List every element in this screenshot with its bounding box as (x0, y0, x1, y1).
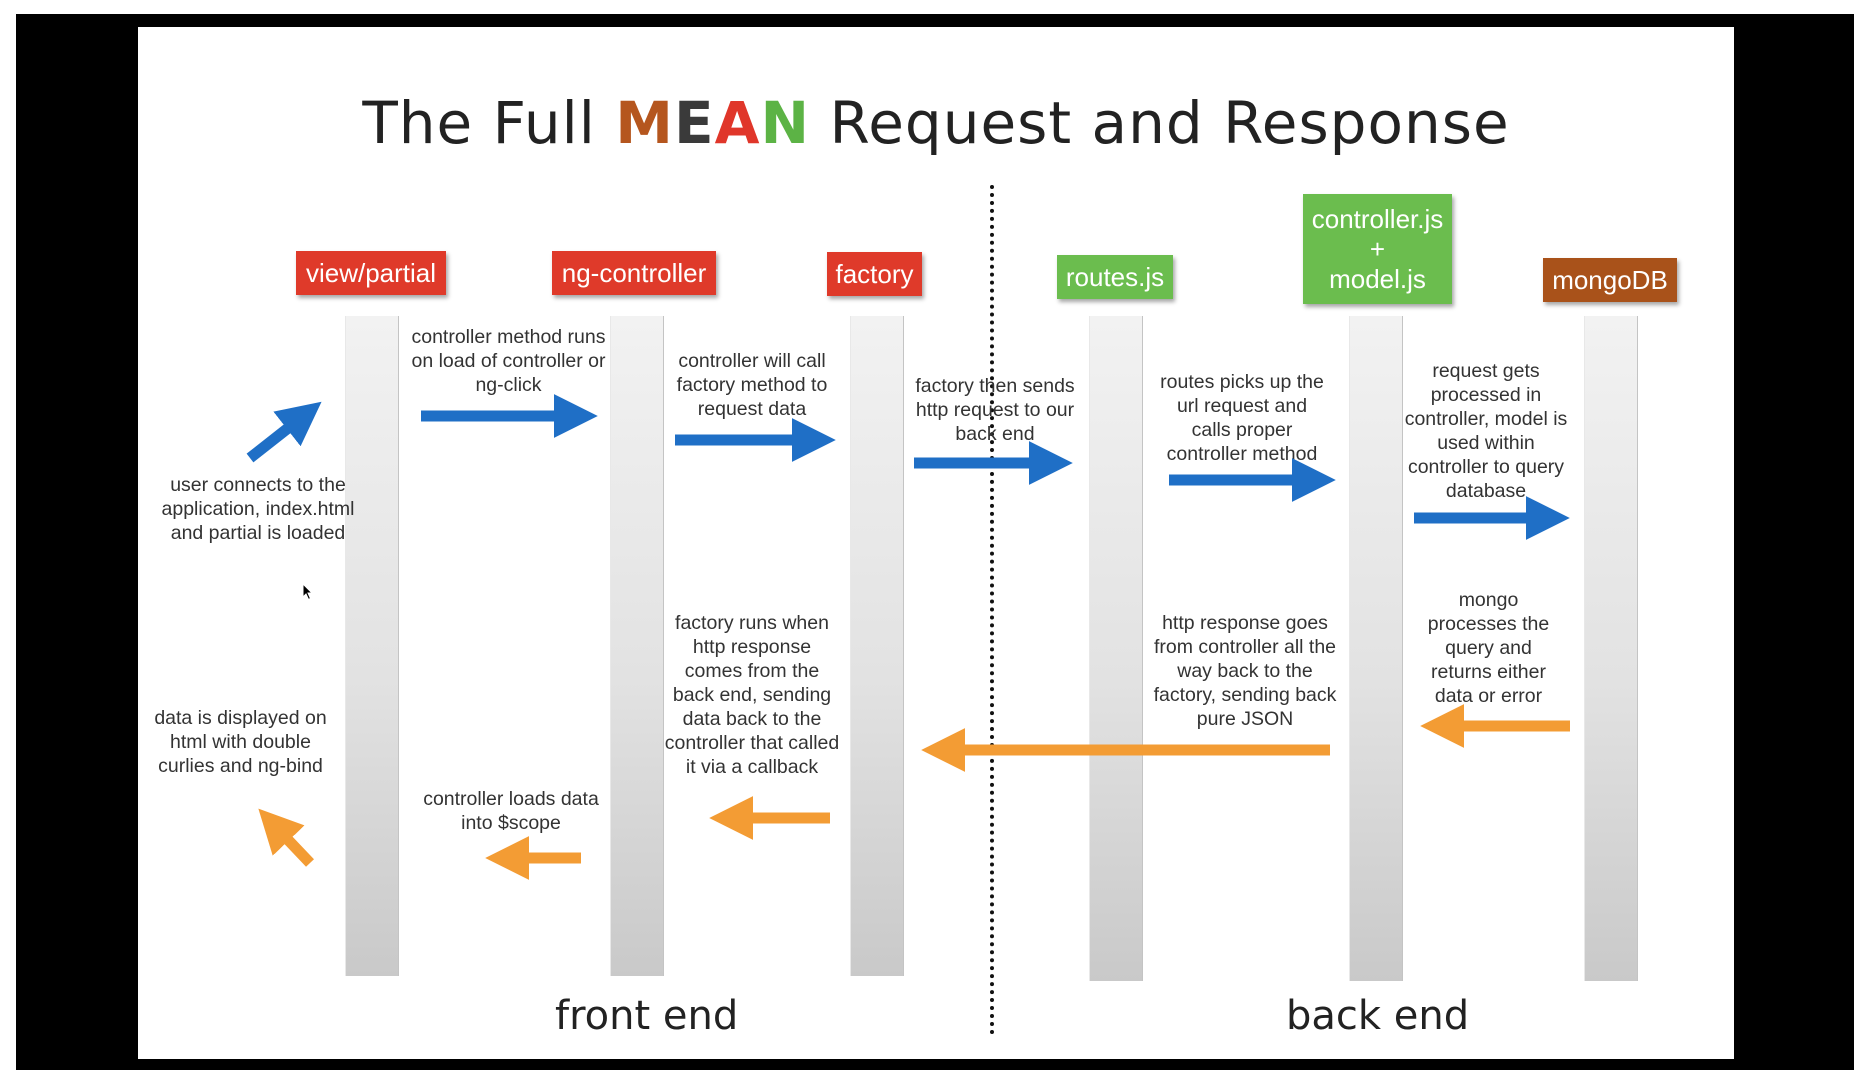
title-letter-e: E (674, 89, 715, 157)
mongodb-box: mongoDB (1543, 258, 1677, 302)
arrow-user-to-view (246, 401, 322, 463)
pillar-factory (850, 316, 904, 976)
controller-model-box: controller.js + model.js (1303, 194, 1452, 304)
front-end-label: front end (555, 993, 739, 1039)
note-user-connects: user connects to the application, index.… (161, 474, 355, 544)
title-suffix: Request and Response (810, 89, 1510, 157)
ng-controller-label: ng-controller (561, 258, 707, 288)
note-controller-loads: controller loads data into $scope (423, 788, 599, 834)
controller-js-label: controller.js (1311, 204, 1444, 234)
routes-js-box: routes.js (1057, 255, 1173, 299)
request-arrows (246, 394, 1570, 540)
title-letter-n: N (760, 89, 811, 157)
slide-title: The Full MEAN Request and Response (138, 89, 1734, 157)
pillar-controller-model (1349, 316, 1403, 981)
front-back-divider (990, 185, 994, 1035)
routes-js-label: routes.js (1065, 262, 1165, 292)
mouse-cursor-icon (302, 583, 314, 601)
pillar-routes (1089, 316, 1143, 981)
note-controller-method: controller method runs on load of contro… (411, 326, 606, 396)
note-factory-runs: factory runs when http response comes fr… (664, 612, 840, 778)
model-js-label: model.js (1329, 264, 1426, 294)
note-controller-will-call: controller will call factory method to r… (676, 350, 828, 420)
factory-box: factory (827, 252, 922, 296)
pillar-ng-controller (610, 316, 664, 976)
note-request-processed: request gets processed in controller, mo… (1404, 360, 1568, 502)
view-partial-label: view/partial (305, 258, 437, 288)
title-prefix: The Full (362, 89, 616, 157)
pillar-view-partial (345, 316, 399, 976)
factory-label: factory (835, 259, 914, 289)
plus-label: + (1369, 234, 1386, 264)
view-partial-box: view/partial (296, 251, 446, 295)
note-mongo-processes: mongo processes the query and returns ei… (1427, 589, 1550, 707)
note-http-response: http response goes from controller all t… (1153, 612, 1337, 730)
response-arrows (258, 704, 1570, 880)
note-routes-picks: routes picks up the url request and call… (1160, 371, 1324, 465)
back-end-label: back end (1286, 993, 1470, 1039)
mongodb-label: mongoDB (1552, 265, 1668, 295)
slide: The Full MEAN Request and Response view/… (138, 27, 1734, 1059)
title-letter-m: M (615, 89, 674, 157)
arrow-view-to-user (258, 808, 314, 867)
note-factory-sends: factory then sends http request to our b… (915, 375, 1075, 445)
title-letter-a: A (714, 89, 761, 157)
note-data-displayed: data is displayed on html with double cu… (154, 707, 327, 777)
ng-controller-box: ng-controller (552, 251, 716, 295)
arrows-layer (246, 394, 1570, 880)
pillar-mongodb (1584, 316, 1638, 981)
